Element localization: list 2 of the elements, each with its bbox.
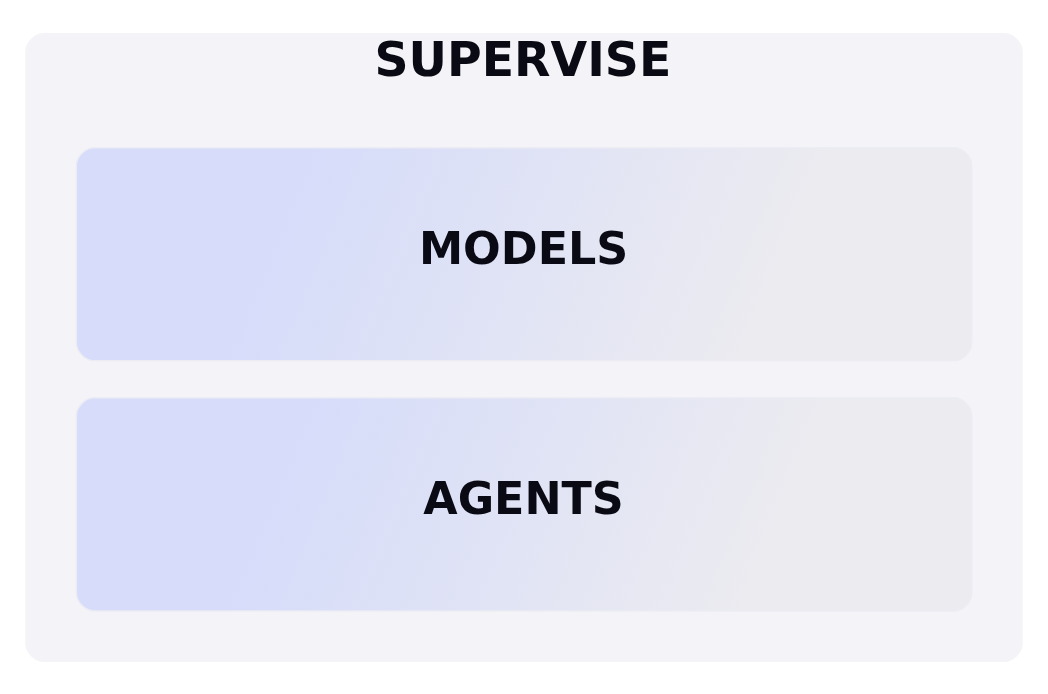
node-box: AGENTS: [75, 396, 973, 612]
node-box: MODELS: [75, 146, 973, 362]
